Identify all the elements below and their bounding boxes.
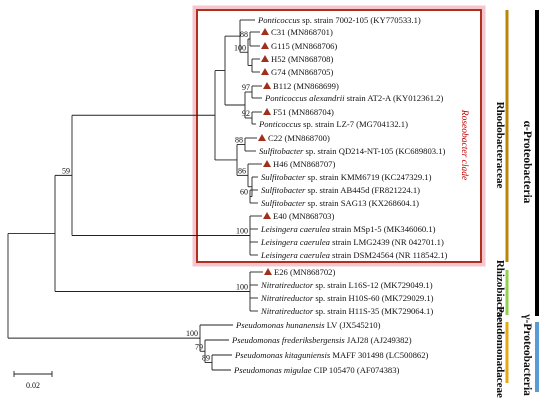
class-label-gamma-proteobacteria: γ-Proteobacteria [521, 313, 533, 396]
leaf-label: H52 (MN868708) [271, 54, 333, 64]
family-label-pseudomonadaceae: Pseudomonadaceae [494, 306, 506, 398]
isolate-marker [263, 160, 271, 167]
leaf-label: G115 (MN868706) [271, 41, 337, 51]
isolate-marker [261, 28, 269, 35]
bootstrap-value: 97 [242, 83, 250, 92]
bootstrap-value: 60 [240, 188, 248, 197]
leaf-label: E26 (MN868702) [274, 267, 335, 277]
leaf-label: E40 (MN868703) [273, 211, 334, 221]
bootstrap-value: 88 [235, 136, 243, 145]
isolate-marker [261, 42, 269, 49]
leaf-label: Nitratireductor sp. strain H10S-60 (MK72… [260, 293, 434, 303]
leaf-label: Ponticoccus alexandrii strain AT2-A (KY0… [264, 93, 443, 103]
isolate-marker [261, 68, 269, 75]
isolate-marker [261, 55, 269, 62]
isolate-markers [258, 28, 272, 275]
leaf-label: Sulfitobacter sp. strain SAG13 (KX268604… [261, 198, 419, 208]
leaf-label: Pseudomonas frederiksbergensis JAJ28 (AJ… [231, 335, 412, 345]
leaf-label: F51 (MN868704) [273, 107, 334, 117]
clade-highlight [192, 5, 486, 267]
bootstrap-value: 100 [186, 329, 198, 338]
bootstrap-value: 59 [62, 166, 70, 175]
leaf-label: Leisingera caerulea strain DSM24564 (NR … [260, 250, 447, 260]
leaf-label: Leisingera caerulea strain MSp1-5 (MK346… [260, 224, 436, 234]
leaf-label: Pseudomonas hunanensis LV (JX545210) [235, 320, 381, 330]
leaf-label: G74 (MN868705) [271, 67, 333, 77]
bootstrap-value: 92 [242, 109, 250, 118]
bootstrap-value: 86 [238, 166, 246, 175]
leaf-label: Nitratireductor sp. strain L16S-12 (MK72… [260, 280, 433, 290]
leaf-label: Sulfitobacter sp. strain KMM6719 (KC2473… [261, 172, 432, 182]
bootstrap-value: 100 [234, 43, 246, 52]
leaf-label: H46 (MN868707) [273, 159, 335, 169]
leaf-label: Ponticoccus sp. strain 7002-105 (KY77053… [257, 15, 421, 25]
class-label-alpha-proteobacteria: α-Proteobacteria [521, 121, 533, 204]
leaf-label: Leisingera caerulea strain LMG2439 (NR 0… [260, 237, 444, 247]
leaf-labels: Ponticoccus sp. strain 7002-105 (KY77053… [231, 15, 447, 375]
leaf-label: Sulfitobacter sp. strain QD214-NT-105 (K… [259, 146, 445, 156]
roseobacter-clade-box [196, 9, 482, 263]
leaf-label: B112 (MN868699) [273, 81, 339, 91]
bootstrap-values: 88 100 97 92 59 88 86 60 100 100 100 79 89 [62, 30, 250, 363]
isolate-marker [258, 134, 266, 141]
leaf-label: C22 (MN868700) [268, 133, 330, 143]
bootstrap-value: 89 [202, 354, 210, 363]
family-label-rhodobacteraceae: Rhodobacteraceae [494, 102, 506, 189]
leaf-label: Pseudomonas migulae CIP 105470 (AF074383… [233, 365, 399, 375]
bootstrap-value: 79 [195, 342, 203, 351]
isolate-marker [263, 108, 271, 115]
roseobacter-clade-label: Roseobacter clade [459, 109, 469, 180]
leaf-label: Pseudomonas kitaguniensis MAFF 301498 (L… [234, 350, 429, 360]
leaf-label: C31 (MN868701) [271, 27, 333, 37]
leaf-label: Nitratireductor sp. strain H11S-35 (MK72… [260, 306, 433, 316]
bootstrap-value: 100 [236, 227, 248, 236]
leaf-label: Sulfitobacter sp. strain AB445d (FR82122… [261, 185, 420, 195]
bootstrap-value: 88 [240, 30, 248, 39]
tree-branches [7, 19, 263, 371]
family-label-rhizobiaceae: Rhizobiaceae [494, 260, 506, 322]
leaf-label: Ponticoccus sp. strain LZ-7 (MG704132.1) [258, 119, 408, 129]
scale-label: 0.02 [26, 381, 40, 390]
isolate-marker [263, 82, 271, 89]
isolate-marker [264, 268, 272, 275]
isolate-marker [263, 212, 271, 219]
bootstrap-value: 100 [236, 283, 248, 292]
